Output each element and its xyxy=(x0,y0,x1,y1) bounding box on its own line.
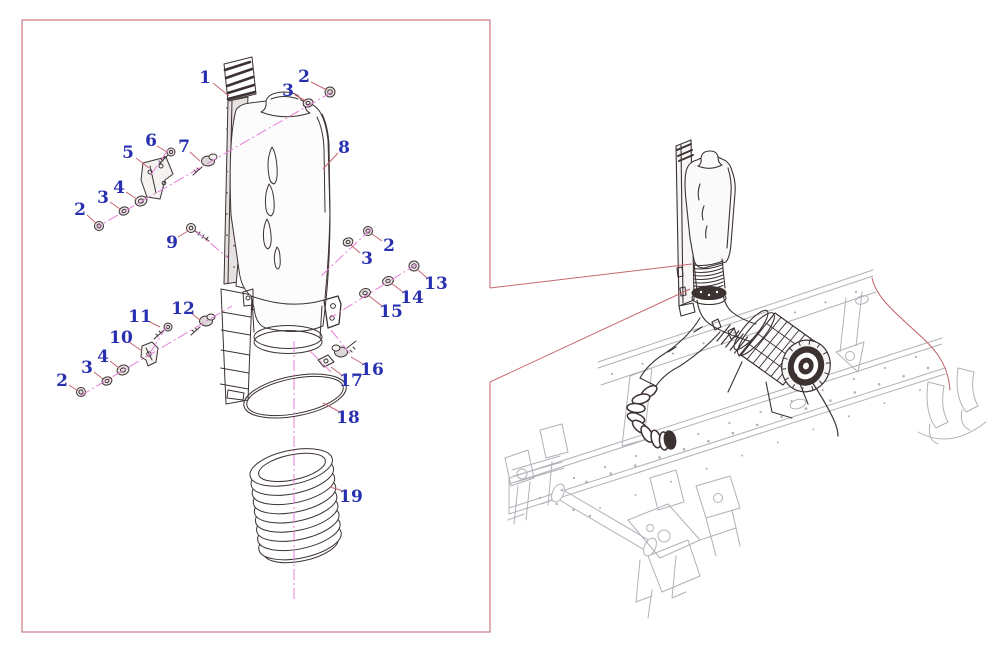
assembled-elbow-duct xyxy=(696,293,757,357)
callout-leader xyxy=(294,94,307,102)
part-6-bolt xyxy=(158,147,176,165)
callout-label: 14 xyxy=(400,288,424,308)
callout-leader xyxy=(86,214,97,224)
rivet-holes xyxy=(538,290,930,518)
callout-label: 17 xyxy=(339,371,363,391)
far-frame-rail xyxy=(597,269,877,386)
callout-leader xyxy=(68,384,79,392)
duct-right-mount-tab xyxy=(323,295,342,329)
callout-leader xyxy=(109,201,121,210)
callout-label: 9 xyxy=(166,233,178,253)
assembled-intake-head xyxy=(684,150,736,269)
rear-spring-hangers xyxy=(917,367,987,445)
callout-leader xyxy=(330,366,344,377)
callout-label: 12 xyxy=(171,299,195,319)
callout-leader xyxy=(390,282,404,293)
canister-end-cap xyxy=(781,339,831,393)
callout-label: 5 xyxy=(122,143,134,163)
callout-label: 2 xyxy=(298,67,310,87)
detail-box-border xyxy=(21,19,693,633)
suspension-cluster-right xyxy=(695,475,741,557)
callout-leader xyxy=(147,320,161,328)
callout-leader xyxy=(310,81,328,91)
callout-label: 3 xyxy=(97,188,109,208)
callout-label: 7 xyxy=(178,137,190,157)
callout-leader xyxy=(128,341,143,352)
part-4-washer xyxy=(134,195,148,207)
duct-left-mount-tab xyxy=(242,288,254,307)
callout-label: 1 xyxy=(199,68,211,88)
stanchion-hatch xyxy=(676,143,694,162)
cross-members xyxy=(621,291,863,447)
air-filter-canister xyxy=(727,309,839,437)
callout-label: 4 xyxy=(97,347,109,367)
callout-label: 2 xyxy=(383,236,395,256)
intake-down-pipe xyxy=(639,317,721,387)
callout-leader xyxy=(177,230,189,238)
callout-leader xyxy=(93,371,104,380)
part-15-washer xyxy=(359,288,371,298)
callout-leader xyxy=(156,145,168,153)
callout-leader xyxy=(135,157,150,169)
callout-label: 2 xyxy=(74,200,86,220)
assembled-bellows xyxy=(691,258,727,306)
callout-leader xyxy=(322,152,339,170)
callout-leader xyxy=(189,151,201,162)
breather-hose xyxy=(811,381,839,437)
part-5-bracket xyxy=(140,156,174,200)
callout-label: 19 xyxy=(339,487,363,507)
part-8-intake-duct-cover xyxy=(229,91,342,354)
part-16-rubber-mount xyxy=(331,340,357,358)
callout-leader xyxy=(329,486,344,492)
part-3-washer xyxy=(342,237,354,247)
callout-leader xyxy=(322,402,341,413)
callout-label: 11 xyxy=(128,307,152,327)
callout-leader xyxy=(350,356,364,365)
part-11-bolt xyxy=(153,322,173,340)
callout-label: 18 xyxy=(336,408,360,428)
callout-leader xyxy=(368,295,383,307)
part-4-washer xyxy=(116,364,130,376)
suspension-cluster-center xyxy=(627,469,701,619)
callout-label: 3 xyxy=(282,81,294,101)
callout-label: 8 xyxy=(338,138,350,158)
callout-label: 2 xyxy=(56,371,68,391)
callout-label: 13 xyxy=(424,274,448,294)
assembled-air-intake xyxy=(626,139,839,451)
frame-break-curve xyxy=(871,277,951,391)
callout-label: 16 xyxy=(360,360,384,380)
axle-tube xyxy=(551,483,657,557)
callout-label: 3 xyxy=(361,249,373,269)
part-3-washer xyxy=(118,206,130,216)
near-frame-rail xyxy=(508,337,946,515)
callout-label: 3 xyxy=(81,358,93,378)
part-3-washer xyxy=(101,376,113,386)
callout-label: 15 xyxy=(379,302,403,322)
truck-chassis-frame xyxy=(504,269,987,619)
part-17-square-washer xyxy=(317,354,335,368)
rail-gusset-bracket xyxy=(835,341,865,373)
part-7-rubber-mount xyxy=(192,153,218,176)
callout-leader xyxy=(125,191,138,200)
callout-label: 4 xyxy=(113,178,125,198)
callout-leader xyxy=(416,268,428,279)
callout-label: 10 xyxy=(109,328,133,348)
suspension-cluster-left xyxy=(504,423,569,525)
callout-leader xyxy=(109,360,120,369)
callout-label: 6 xyxy=(145,131,157,151)
callout-leader xyxy=(350,244,361,254)
callout-leader xyxy=(190,312,201,321)
part-18-seal-ring xyxy=(243,373,347,419)
part-14-washer xyxy=(382,276,394,286)
part-19-corrugated-hose xyxy=(249,448,342,564)
callout-leader xyxy=(371,233,383,242)
corrugated-intake-elbow xyxy=(626,384,677,451)
assembly-axis-lines xyxy=(79,91,418,599)
callout-leader xyxy=(212,82,230,97)
